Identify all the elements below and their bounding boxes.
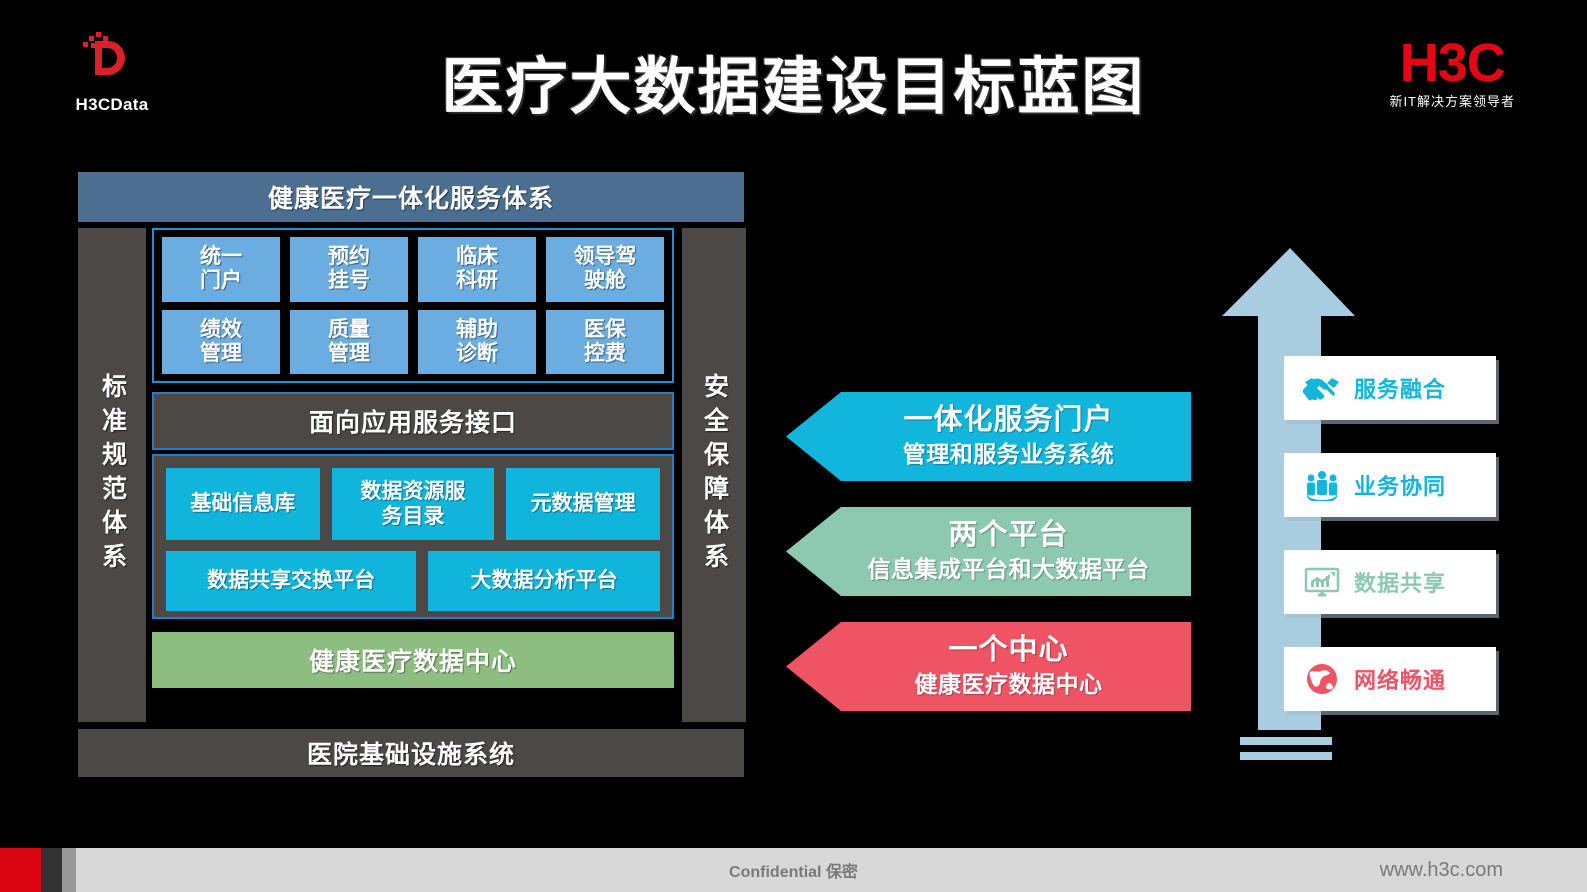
people-group-icon	[1302, 466, 1342, 504]
data-box[interactable]: 数据资源服 务目录	[331, 468, 495, 540]
benefit-card-label: 数据共享	[1354, 571, 1447, 596]
app-box-line2: 控费	[584, 341, 626, 365]
footer-accent-gray	[62, 848, 76, 892]
service-interface-bar: 面向应用服务接口	[152, 392, 674, 450]
chevron-subtitle: 信息集成平台和大数据平台	[867, 555, 1150, 582]
monitor-chart-icon	[1302, 563, 1342, 601]
benefit-card-business-collaboration[interactable]: 业务协同	[1284, 453, 1496, 517]
app-box[interactable]: 辅助 诊断	[418, 309, 536, 374]
data-box[interactable]: 基础信息库	[166, 468, 320, 540]
globe-icon	[1302, 660, 1342, 698]
footer-confidential-text: Confidential 保密	[729, 864, 858, 881]
data-center-bar: 健康医疗数据中心	[152, 632, 674, 688]
footer-url: www.h3c.com	[1379, 858, 1503, 881]
arch-right-sidebar: 安全保障体系	[682, 228, 746, 722]
app-box-line1: 质量	[328, 317, 370, 341]
footer: Confidential 保密 www.h3c.com	[0, 848, 1587, 892]
h3c-logo: H3C 新IT解决方案领导者	[1389, 33, 1515, 110]
h3c-logo-word: H3C	[1399, 33, 1506, 93]
benefit-card-label: 业务协同	[1354, 474, 1447, 499]
chevron-banner[interactable]: 两个平台 信息集成平台和大数据平台	[786, 507, 1191, 596]
arch-top-bar-label: 健康医疗一体化服务体系	[267, 185, 554, 213]
h3cdata-pixel-d-logo-icon	[81, 30, 143, 92]
data-box-line1: 数据资源服	[360, 479, 466, 503]
app-box[interactable]: 预约 挂号	[290, 237, 408, 302]
app-box[interactable]: 领导驾 驶舱	[546, 237, 664, 302]
chevron-subtitle: 管理和服务业务系统	[902, 440, 1115, 467]
app-box-line1: 统一	[200, 245, 242, 269]
benefit-card-label: 网络畅通	[1354, 668, 1447, 693]
chevron-title: 两个平台	[948, 519, 1069, 552]
application-grid: 统一 门户 预约 挂号 临床 科研 领导驾 驶舱 绩效 管理	[162, 237, 664, 374]
app-box-line2: 管理	[200, 341, 242, 365]
chevron-banner-group: 一体化服务门户 管理和服务业务系统 两个平台 信息集成平台和大数据平台 一个中心…	[786, 392, 1196, 711]
app-box-line2: 管理	[328, 341, 370, 365]
benefit-card-service-fusion[interactable]: 服务融合	[1284, 356, 1496, 420]
arch-top-bar: 健康医疗一体化服务体系	[78, 172, 744, 222]
chevron-banner[interactable]: 一体化服务门户 管理和服务业务系统	[786, 392, 1191, 481]
app-box-line2: 门户	[200, 269, 242, 293]
benefit-card-label: 服务融合	[1354, 377, 1447, 402]
h3cdata-logo: H3CData	[52, 30, 172, 115]
app-box-line2: 科研	[456, 269, 498, 293]
benefit-card-data-sharing[interactable]: 数据共享	[1284, 550, 1496, 614]
footer-accent-red	[0, 848, 41, 892]
data-layer-row-2: 数据共享交换平台 大数据分析平台	[166, 551, 660, 611]
data-box[interactable]: 元数据管理	[506, 468, 660, 540]
benefit-card-network-connectivity[interactable]: 网络畅通	[1284, 647, 1496, 711]
service-interface-label: 面向应用服务接口	[308, 409, 517, 437]
arrow-tail-lines	[1240, 737, 1332, 767]
app-box-line1: 辅助	[456, 317, 498, 341]
benefit-card-list: 服务融合 业务协同	[1284, 356, 1496, 711]
app-box[interactable]: 统一 门户	[162, 237, 280, 302]
app-box-line1: 医保	[584, 317, 626, 341]
app-box[interactable]: 医保 控费	[546, 309, 664, 374]
h3c-logo-tagline: 新IT解决方案领导者	[1389, 94, 1515, 110]
app-box[interactable]: 绩效 管理	[162, 309, 280, 374]
chevron-banner[interactable]: 一个中心 健康医疗数据中心	[786, 622, 1191, 711]
handshake-icon	[1302, 369, 1342, 407]
app-box-line1: 预约	[328, 245, 370, 269]
data-box-line1: 元数据管理	[530, 492, 636, 516]
infrastructure-bar: 医院基础设施系统	[78, 729, 744, 777]
chevron-title: 一个中心	[948, 634, 1069, 667]
data-layer-row-1: 基础信息库 数据资源服 务目录 元数据管理	[166, 468, 660, 540]
architecture-diagram: 健康医疗一体化服务体系 标准规范体系 安全保障体系 统一 门户 预约 挂号 临床…	[76, 172, 746, 777]
page-title: 医疗大数据建设目标蓝图	[441, 53, 1146, 122]
app-box[interactable]: 临床 科研	[418, 237, 536, 302]
app-box-line1: 临床	[456, 245, 498, 269]
arch-left-sidebar-label: 标准规范体系	[98, 373, 127, 577]
data-box[interactable]: 数据共享交换平台	[166, 551, 417, 611]
app-box-line2: 驶舱	[584, 269, 626, 293]
arch-right-sidebar-label: 安全保障体系	[700, 373, 729, 577]
footer-accent-dark	[41, 848, 62, 892]
app-box-line2: 诊断	[456, 341, 498, 365]
app-box-line1: 绩效	[200, 317, 242, 341]
chevron-subtitle: 健康医疗数据中心	[914, 670, 1103, 697]
infrastructure-label: 医院基础设施系统	[306, 741, 515, 769]
data-box-line2: 务目录	[381, 505, 445, 528]
chevron-title: 一体化服务门户	[903, 404, 1114, 437]
data-layer-panel: 基础信息库 数据资源服 务目录 元数据管理	[152, 454, 674, 619]
app-box[interactable]: 质量 管理	[290, 309, 408, 374]
app-box-line2: 挂号	[328, 269, 370, 293]
data-center-label: 健康医疗数据中心	[308, 648, 517, 676]
data-box[interactable]: 大数据分析平台	[428, 551, 660, 611]
data-box-line1: 基础信息库	[190, 492, 296, 516]
application-layer-panel: 统一 门户 预约 挂号 临床 科研 领导驾 驶舱 绩效 管理	[152, 228, 674, 383]
app-box-line1: 领导驾	[573, 245, 637, 269]
arch-left-sidebar: 标准规范体系	[78, 228, 146, 722]
h3cdata-logo-caption: H3CData	[75, 95, 149, 114]
